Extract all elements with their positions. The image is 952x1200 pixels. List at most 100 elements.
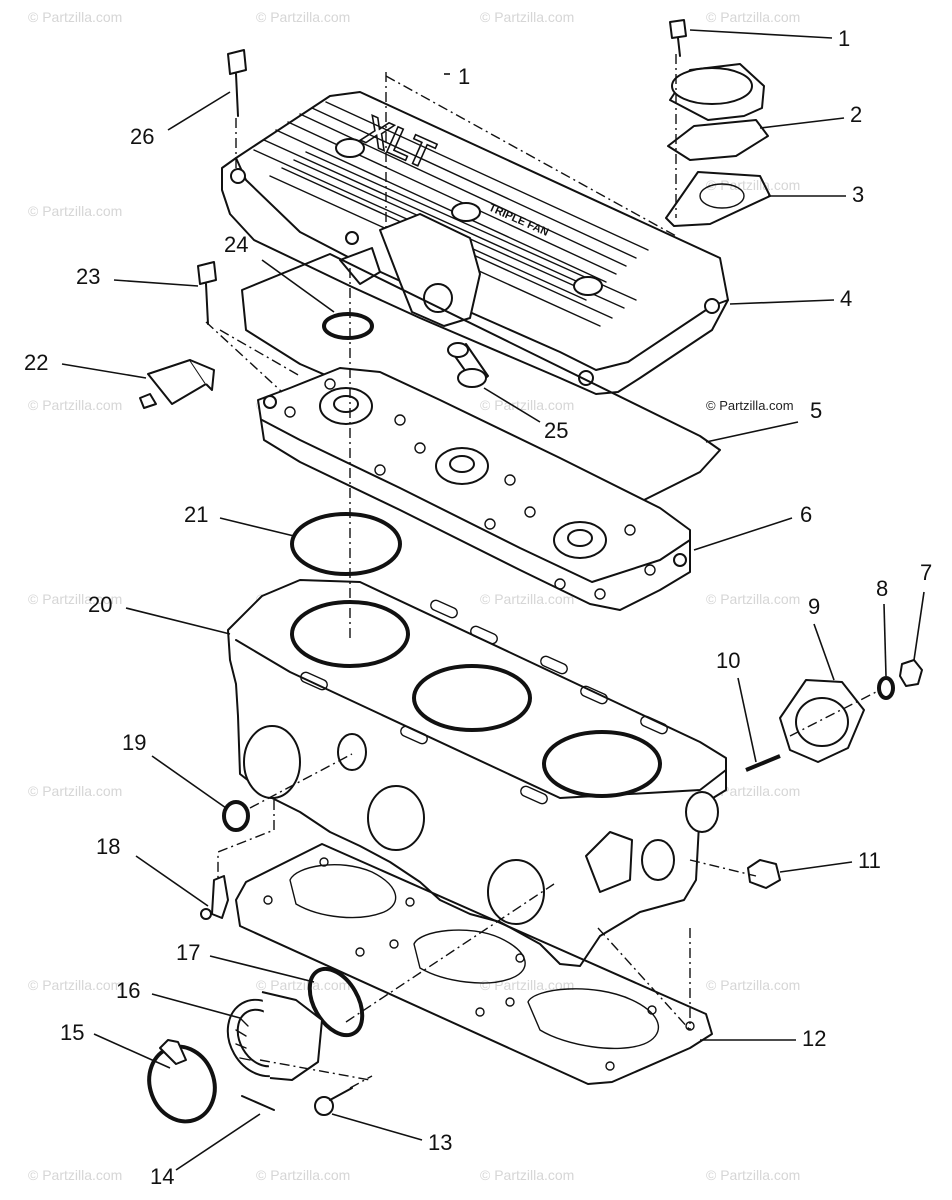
part-stud bbox=[745, 754, 781, 772]
part-cylinder-head bbox=[257, 367, 691, 611]
leader-line-4 bbox=[729, 299, 835, 305]
watermark-text: © Partzilla.com bbox=[480, 397, 574, 413]
part-fitting-18 bbox=[200, 875, 229, 920]
center-lines bbox=[205, 54, 881, 1089]
part-cylinder-head-cover: XLT TRIPLE FAN bbox=[221, 91, 729, 395]
diagram-copyright: © Partzilla.com bbox=[706, 398, 794, 413]
section-mark: 1 bbox=[458, 64, 470, 89]
leader-line-15 bbox=[93, 1033, 171, 1069]
leader-line-2 bbox=[759, 117, 845, 129]
leader-line-1 bbox=[689, 29, 833, 39]
leader-line-6 bbox=[693, 517, 793, 551]
watermark-text: © Partzilla.com bbox=[256, 977, 350, 993]
callout-21: 21 bbox=[184, 502, 208, 527]
leader-lines bbox=[61, 29, 925, 1171]
part-bolt-23 bbox=[197, 261, 217, 325]
part-hose-clamp bbox=[147, 1039, 217, 1124]
callout-26: 26 bbox=[130, 124, 154, 149]
part-o-ring-small bbox=[322, 312, 374, 340]
part-bolt-1 bbox=[669, 19, 687, 57]
part-intake-o-ring bbox=[307, 966, 365, 1038]
watermark-text: © Partzilla.com bbox=[28, 591, 122, 607]
leader-line-17 bbox=[209, 955, 315, 983]
callout-5: 5 bbox=[810, 398, 822, 423]
watermark-text: © Partzilla.com bbox=[706, 177, 800, 193]
watermark-text: © Partzilla.com bbox=[28, 203, 122, 219]
callout-16: 16 bbox=[116, 978, 140, 1003]
callout-15: 15 bbox=[60, 1020, 84, 1045]
watermark-text: © Partzilla.com bbox=[28, 977, 122, 993]
leader-line-10 bbox=[737, 677, 757, 763]
leader-line-19 bbox=[151, 755, 227, 809]
leader-line-18 bbox=[135, 855, 209, 907]
watermark-text: © Partzilla.com bbox=[480, 591, 574, 607]
part-washer-8 bbox=[877, 676, 895, 700]
leader-line-25 bbox=[483, 387, 541, 423]
leader-line-24 bbox=[261, 259, 335, 313]
watermark-text: © Partzilla.com bbox=[28, 1167, 122, 1183]
leader-line-26 bbox=[167, 91, 231, 131]
part-intake-boot bbox=[226, 991, 323, 1081]
part-plug bbox=[447, 342, 489, 388]
callout-25: 25 bbox=[544, 418, 568, 443]
watermark-text: © Partzilla.com bbox=[706, 591, 800, 607]
leader-line-14 bbox=[175, 1113, 261, 1171]
callout-23: 23 bbox=[76, 264, 100, 289]
watermark-text: © Partzilla.com bbox=[706, 1167, 800, 1183]
part-washer-19 bbox=[222, 800, 250, 832]
callout-24: 24 bbox=[224, 232, 248, 257]
callout-17: 17 bbox=[176, 940, 200, 965]
leader-line-9 bbox=[813, 623, 835, 681]
part-cylinder-block bbox=[227, 579, 727, 967]
callout-14: 14 bbox=[150, 1164, 174, 1189]
callout-22: 22 bbox=[24, 350, 48, 375]
leader-line-11 bbox=[779, 861, 853, 873]
watermark-text: © Partzilla.com bbox=[480, 1167, 574, 1183]
part-nut-7 bbox=[899, 659, 923, 687]
leader-line-16 bbox=[151, 993, 241, 1019]
callout-8: 8 bbox=[876, 576, 888, 601]
watermark-text: © Partzilla.com bbox=[28, 783, 122, 799]
callout-18: 18 bbox=[96, 834, 120, 859]
leader-line-13 bbox=[331, 1113, 423, 1141]
callout-20: 20 bbox=[88, 592, 112, 617]
part-clamp-screw bbox=[241, 1095, 275, 1111]
watermark-text: © Partzilla.com bbox=[480, 9, 574, 25]
part-nut-11 bbox=[747, 859, 781, 889]
callout-7: 7 bbox=[920, 560, 932, 585]
callout-2: 2 bbox=[850, 102, 862, 127]
callout-9: 9 bbox=[808, 594, 820, 619]
leader-line-8 bbox=[883, 603, 887, 677]
watermark-text: © Partzilla.com bbox=[706, 9, 800, 25]
leader-line-22 bbox=[61, 363, 147, 379]
callout-13: 13 bbox=[428, 1130, 452, 1155]
watermark-text: © Partzilla.com bbox=[28, 9, 122, 25]
callout-10: 10 bbox=[716, 648, 740, 673]
watermark-text: © Partzilla.com bbox=[256, 9, 350, 25]
part-temperature-sensor bbox=[139, 359, 215, 409]
leader-line-7 bbox=[913, 591, 925, 661]
leader-line-23 bbox=[113, 279, 199, 287]
watermark-text: © Partzilla.com bbox=[480, 977, 574, 993]
leader-line-21 bbox=[219, 517, 295, 537]
callout-6: 6 bbox=[800, 502, 812, 527]
leader-line-5 bbox=[705, 421, 799, 443]
callout-1: 1 bbox=[838, 26, 850, 51]
watermark-text: © Partzilla.com bbox=[706, 977, 800, 993]
callout-4: 4 bbox=[840, 286, 852, 311]
callout-labels: 1234567891011121314151617181920212223242… bbox=[24, 26, 932, 1189]
leader-line-20 bbox=[125, 607, 231, 635]
watermark-text: © Partzilla.com bbox=[256, 1167, 350, 1183]
part-o-ring-large bbox=[290, 512, 402, 576]
part-bolt-26 bbox=[227, 49, 247, 117]
part-flange-gasket bbox=[779, 679, 865, 763]
watermark-text: © Partzilla.com bbox=[28, 397, 122, 413]
callout-12: 12 bbox=[802, 1026, 826, 1051]
part-bolt-13 bbox=[314, 1087, 353, 1116]
callout-19: 19 bbox=[122, 730, 146, 755]
callout-3: 3 bbox=[852, 182, 864, 207]
callout-11: 11 bbox=[858, 848, 881, 873]
part-water-outlet bbox=[667, 63, 769, 161]
